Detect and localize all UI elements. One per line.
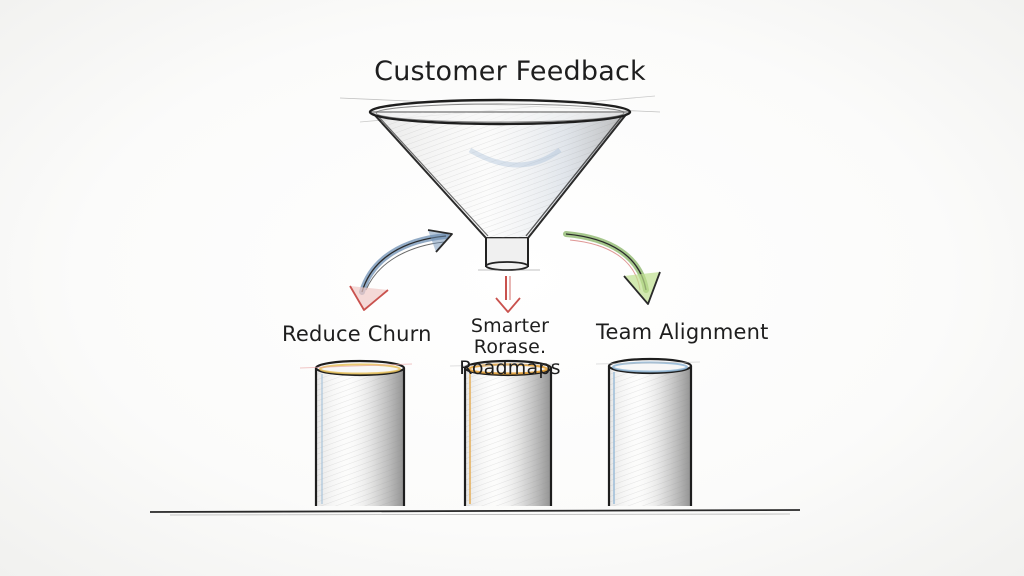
outcome-label-team-alignment: Team Alignment <box>596 320 769 344</box>
cylinder-reduce-churn <box>299 359 413 506</box>
outcome-label-reduce-churn: Reduce Churn <box>282 322 432 346</box>
outcome-label-smarter-roadmaps: Smarter Rorase. Roadmaps <box>459 315 561 379</box>
diagram-title: Customer Feedback <box>374 56 646 87</box>
ground-line <box>149 509 801 516</box>
cylinder-smarter-roadmaps <box>449 359 561 506</box>
cylinder-team-alignment <box>595 357 701 506</box>
arrow-right <box>563 231 661 305</box>
arrow-center <box>495 276 521 313</box>
arrow-left <box>349 229 453 311</box>
funnel <box>339 95 661 271</box>
